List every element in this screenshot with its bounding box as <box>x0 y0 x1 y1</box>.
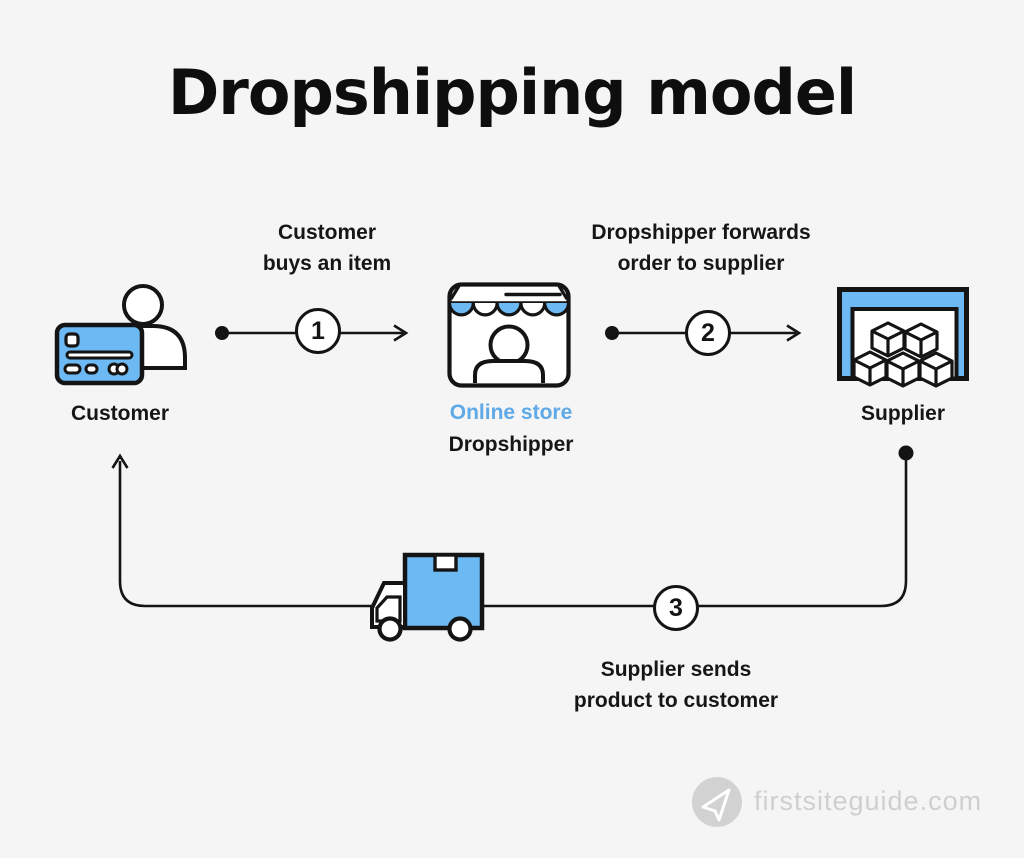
step-badge-1: 1 <box>295 308 341 354</box>
truck-wheel-rear <box>447 616 473 642</box>
online-store-label: Online store <box>449 401 573 424</box>
card-circle-2 <box>115 362 129 376</box>
arrowhead-right-1 <box>393 324 409 342</box>
shopper-head <box>488 324 530 366</box>
step-caption-2-line-2: order to supplier <box>617 252 785 275</box>
customer-card-icon <box>50 282 190 394</box>
arrowhead-up-3 <box>111 453 129 469</box>
customer-label: Customer <box>70 402 170 425</box>
card-stripe <box>65 350 134 360</box>
store-roof-left-slant <box>449 285 461 300</box>
step-caption-3: Supplier sends product to customer <box>526 654 826 716</box>
watermark-text: firstsiteguide.com <box>754 786 983 816</box>
step-caption-1-line-2: buys an item <box>262 252 392 275</box>
card-chip <box>64 332 80 348</box>
delivery-truck-icon <box>355 550 490 645</box>
supplier-label: Supplier <box>860 402 945 425</box>
step-number-1: 1 <box>311 316 325 345</box>
step-caption-2: Dropshipper forwards order to supplier <box>551 217 851 279</box>
card-dash-2 <box>84 363 99 375</box>
truck-box-label <box>433 553 458 572</box>
step-caption-3-line-1: Supplier sends <box>600 658 752 681</box>
step-badge-3: 3 <box>653 585 699 631</box>
store-roof-right-slant <box>557 285 569 300</box>
arrowhead-right-2 <box>786 324 802 342</box>
step-badge-2: 2 <box>685 310 731 356</box>
store-awning <box>447 302 571 317</box>
stacked-boxes <box>852 321 954 388</box>
step-number-3: 3 <box>669 593 683 622</box>
step-caption-2-line-1: Dropshipper forwards <box>591 221 811 244</box>
step-caption-1: Customer buys an item <box>177 217 477 279</box>
flow-line-3 <box>118 453 908 608</box>
person-head <box>122 284 164 326</box>
page-title: Dropshipping model <box>167 56 857 129</box>
dropshipper-label: Dropshipper <box>448 433 574 456</box>
truck-wheel-front <box>377 616 403 642</box>
step-caption-1-line-1: Customer <box>277 221 377 244</box>
paper-plane-icon <box>692 777 742 827</box>
step-caption-3-line-2: product to customer <box>573 689 779 712</box>
shopper-shoulders <box>473 359 545 383</box>
online-store-icon <box>447 282 571 388</box>
warehouse-boxes-icon <box>836 286 970 392</box>
card-dash-1 <box>63 363 82 375</box>
step-number-2: 2 <box>701 318 715 347</box>
